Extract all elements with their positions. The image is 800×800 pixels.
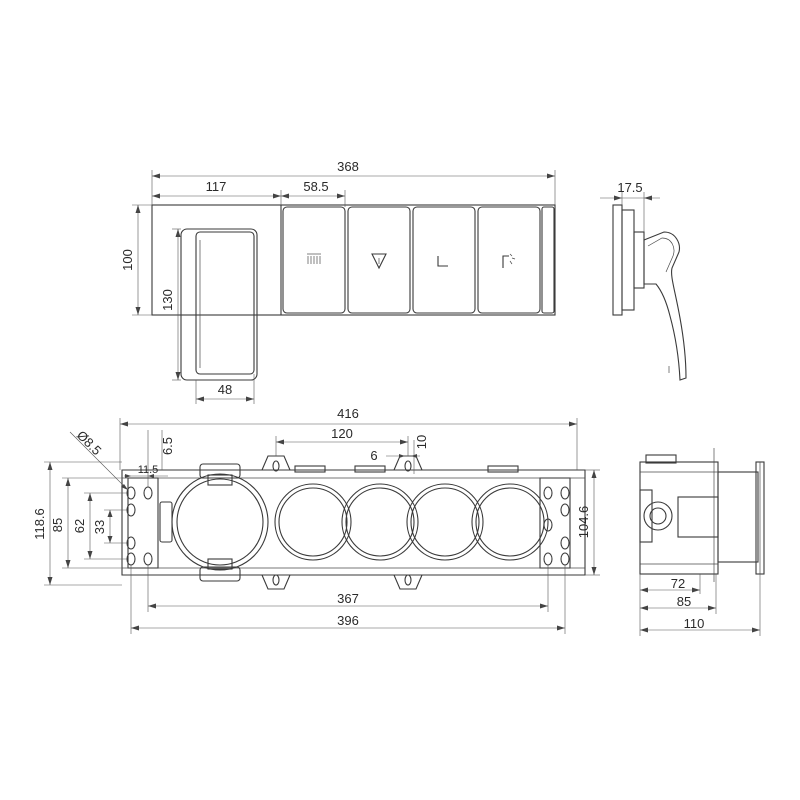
dim-416: 416	[337, 406, 359, 421]
button-3	[412, 206, 476, 314]
main-valve	[171, 473, 269, 571]
hand-shower-icon	[437, 256, 448, 267]
dim-367: 367	[337, 591, 359, 606]
dim-118-6: 118.6	[32, 508, 47, 540]
dim-117: 117	[206, 179, 227, 194]
dim-85-side: 85	[677, 594, 691, 609]
dim-10: 10	[414, 435, 429, 449]
front-view: 368 117 58.5 100 130 48	[120, 159, 556, 404]
dim-130: 130	[160, 289, 175, 311]
inlet-port	[643, 501, 673, 531]
lever-handle	[180, 228, 258, 381]
dim-48: 48	[218, 382, 232, 397]
diverter-port-1	[274, 483, 352, 561]
side-panel	[612, 204, 623, 316]
diverter-port-2	[341, 483, 419, 561]
box-plan-view: 416 120 6 10 Ø8.5 6.5 11.5	[32, 406, 600, 634]
panel-outline	[151, 204, 556, 316]
button-4	[477, 206, 541, 314]
dim-6: 6	[370, 448, 377, 463]
dim-120: 120	[331, 426, 353, 441]
button-2	[347, 206, 411, 314]
tub-spout-icon	[371, 253, 387, 270]
dim-368: 368	[337, 159, 359, 174]
dim-33: 33	[92, 520, 107, 534]
dim-58-5: 58.5	[303, 179, 328, 194]
dim-104-6: 104.6	[576, 506, 591, 539]
body-jet-icon	[502, 253, 516, 268]
box-side-view: 72 85 110	[639, 448, 765, 636]
button-1	[282, 206, 346, 314]
dim-11-5: 11.5	[138, 464, 159, 476]
shower-head-icon	[307, 253, 321, 264]
diverter-port-4	[471, 483, 549, 561]
panel-end-cap	[541, 206, 555, 314]
dim-396: 396	[337, 613, 359, 628]
dim-72: 72	[671, 576, 685, 591]
diverter-port-3	[406, 483, 484, 561]
dim-110: 110	[684, 616, 705, 631]
dim-hole-dia: Ø8.5	[74, 428, 105, 459]
dim-62: 62	[72, 519, 87, 533]
dim-100: 100	[120, 249, 135, 271]
dim-6-5: 6.5	[160, 437, 175, 455]
side-lever	[643, 231, 687, 381]
dim-85-left: 85	[50, 518, 65, 532]
dim-17-5: 17.5	[617, 180, 642, 195]
side-view: 17.5	[600, 180, 687, 381]
